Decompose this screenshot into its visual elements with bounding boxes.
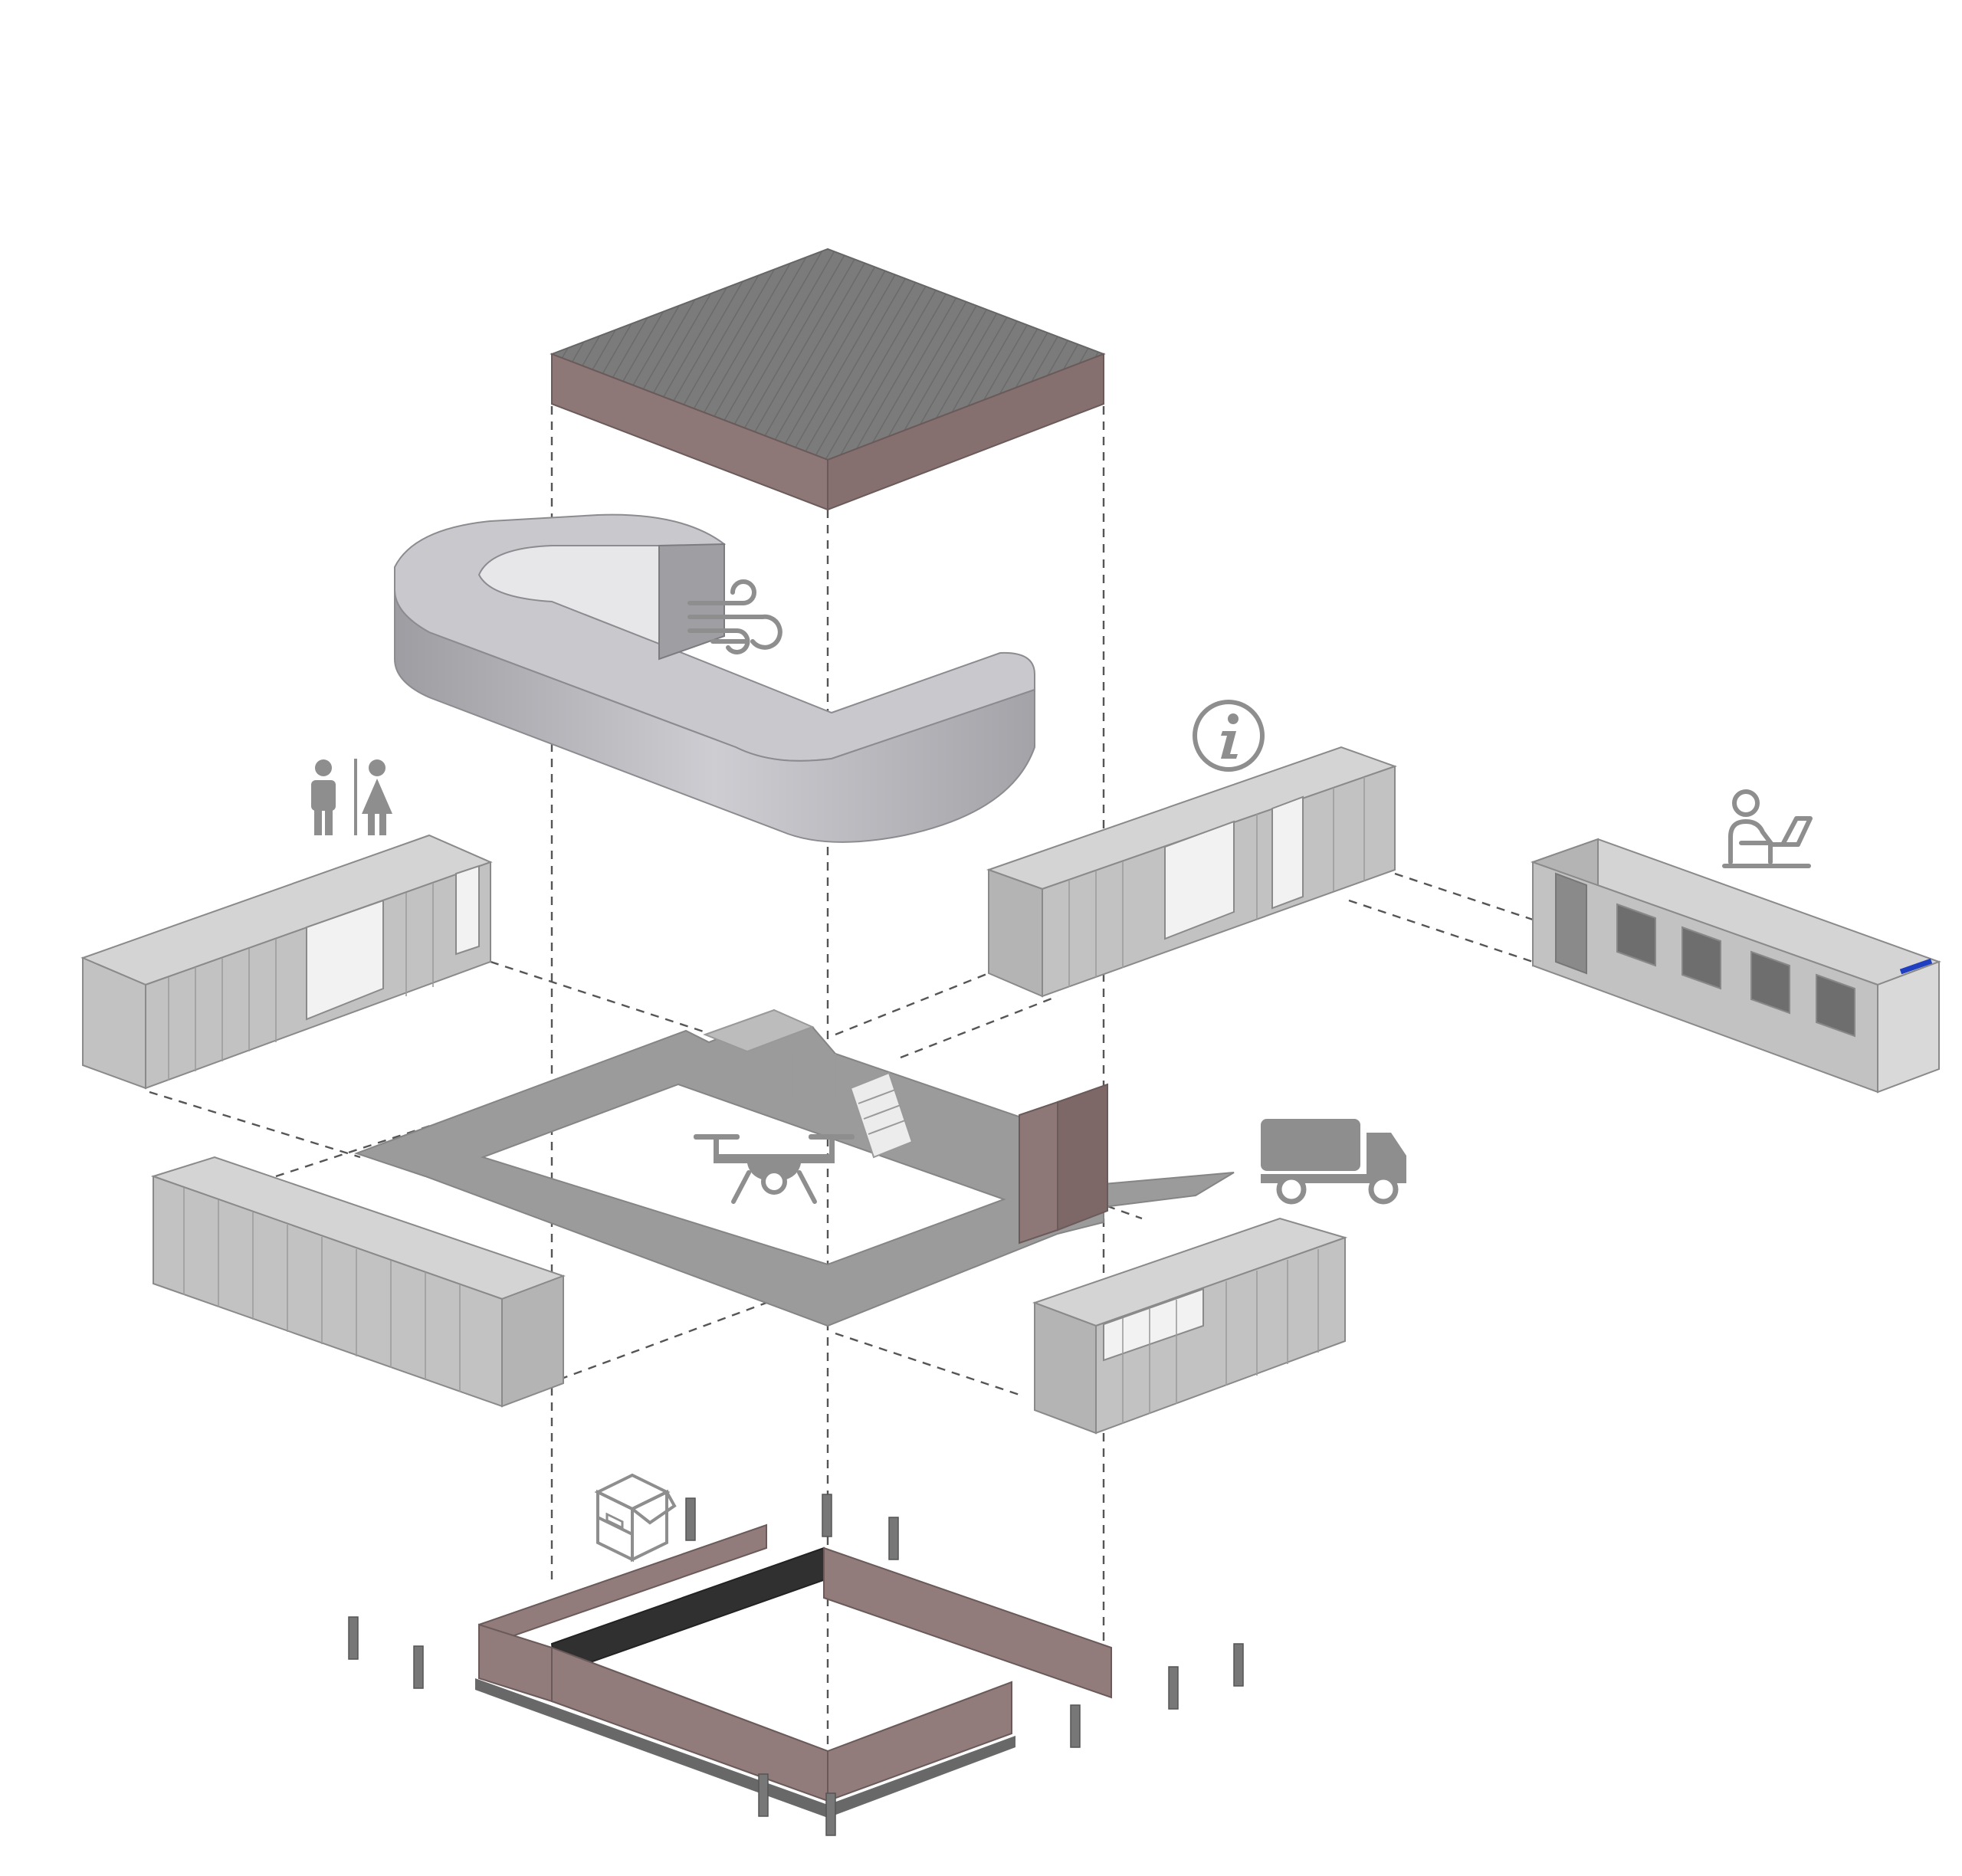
restroom-icon: [311, 759, 392, 835]
guide-restroom: [490, 960, 714, 1036]
ring-outer-wall: [394, 589, 1035, 843]
truck-icon: [1261, 1119, 1406, 1205]
roof-slab: [550, 248, 1106, 511]
office-worker-icon: [1722, 789, 1813, 868]
foundation-back-right-wall: [823, 1546, 1112, 1699]
right-lower-container-end: [1034, 1301, 1097, 1435]
left-lower-ribs: [183, 1188, 461, 1392]
wind-icon: [687, 579, 783, 654]
roof-right-face: [827, 353, 1104, 511]
deck-brown-wall-front: [1019, 1100, 1058, 1245]
ventilation-ring: [394, 513, 1035, 843]
office-windows: [1555, 872, 1855, 1038]
left-lower-container-end: [501, 1274, 564, 1408]
guide-bottom-right: [835, 1332, 1020, 1396]
restroom-door-window: [455, 864, 480, 956]
right-lower-opening: [1103, 1287, 1204, 1362]
restroom-interior-room: [306, 899, 384, 1021]
restroom-container: [80, 834, 493, 1090]
right-lower-container: [1032, 1217, 1348, 1435]
info-room-a: [1164, 820, 1235, 940]
office-door: [1555, 872, 1587, 975]
info-door-a: [1271, 795, 1304, 910]
guide-office-2: [1348, 899, 1534, 963]
deck-stair: [792, 1054, 914, 1159]
info-container: [986, 746, 1398, 998]
foundation: [348, 1494, 1244, 1836]
info-icon: [1193, 700, 1265, 772]
foundation-piles: [348, 1494, 1244, 1836]
info-container-end: [988, 868, 1043, 998]
left-lower-container: [150, 1156, 566, 1408]
office-accent-strip: [1899, 958, 1933, 975]
office-window-3: [1750, 950, 1790, 1015]
guide-left-container: [149, 1091, 361, 1159]
deck-platform: [353, 1009, 1235, 1327]
deck-brown-wall-side: [1057, 1083, 1108, 1232]
office-container: [1531, 838, 1941, 1094]
guide-info-2: [900, 995, 1058, 1059]
office-window-1: [1616, 903, 1656, 967]
guide-info: [835, 972, 989, 1036]
drone-icon: [694, 1134, 855, 1204]
guide-office: [1394, 872, 1534, 921]
deck-light-panel: [703, 1009, 815, 1053]
guide-left-lower: [275, 1102, 499, 1178]
office-container-far-end: [1877, 960, 1940, 1094]
office-window-4: [1816, 973, 1855, 1038]
office-window-2: [1681, 926, 1721, 990]
storage-boxes-icon: [594, 1473, 677, 1563]
foundation-front-right-wall: [827, 1681, 1012, 1802]
right-lower-ribs: [1122, 1249, 1319, 1424]
right-lower-container-side: [1095, 1236, 1346, 1435]
info-ribs: [1068, 777, 1365, 987]
guide-bottom-left: [559, 1301, 767, 1381]
restroom-ribs: [168, 883, 434, 1081]
